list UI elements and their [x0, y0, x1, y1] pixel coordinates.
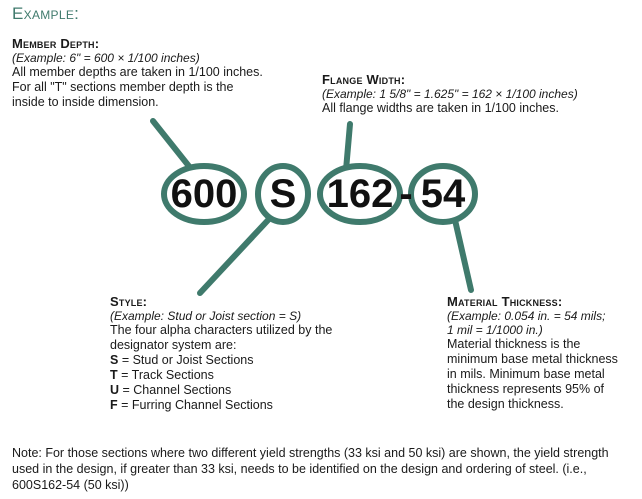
flange-width-leader [343, 121, 353, 173]
style-code: F [110, 398, 118, 412]
member-depth-line: inside to inside dimension. [12, 95, 159, 109]
style-code: U [110, 383, 120, 397]
style-code: T [110, 368, 118, 382]
style-item: T = Track Sections [110, 368, 332, 383]
style-item: U = Channel Sections [110, 383, 332, 398]
material-thickness-line: minimum base metal thickness [447, 352, 618, 366]
flange-width-example: (Example: 1 5/8" = 1.625" = 162 × 1/100 … [322, 87, 578, 101]
member-depth-heading: Member Depth: [12, 36, 100, 51]
material-thickness-example: (Example: 0.054 in. = 54 mils; [447, 309, 606, 323]
material-thickness-line: Material thickness is the [447, 337, 581, 351]
depth-value: 600 [170, 172, 238, 216]
material-thickness-example: 1 mil = 1/1000 in.) [447, 323, 543, 337]
style-desc: = Channel Sections [119, 383, 232, 397]
style-desc: = Furring Channel Sections [117, 398, 273, 412]
material-thickness-line: in mils. Minimum base metal [447, 367, 605, 381]
dash: - [399, 172, 413, 216]
style-section: Style: (Example: Stud or Joist section =… [110, 294, 332, 413]
material-thickness-line: the design thickness. [447, 397, 564, 411]
style-code: S [110, 353, 119, 367]
member-depth-example: (Example: 6" = 600 × 1/100 inches) [12, 51, 200, 65]
style-item: F = Furring Channel Sections [110, 398, 332, 413]
style-line: designator system are: [110, 338, 237, 352]
page-title: Example: [12, 4, 80, 23]
flange-value: 162 [326, 172, 394, 216]
thickness-value: 54 [420, 172, 466, 216]
member-depth-section: Member Depth: (Example: 6" = 600 × 1/100… [12, 36, 263, 110]
thickness-oval [408, 163, 478, 225]
flange-width-heading: Flange Width: [322, 72, 406, 87]
member-depth-line: All member depths are taken in 1/100 inc… [12, 65, 263, 79]
depth-oval [161, 163, 247, 225]
thickness-leader [452, 217, 474, 293]
style-desc: = Track Sections [117, 368, 214, 382]
material-thickness-line: thickness represents 95% of [447, 382, 605, 396]
footnote: Note: For those sections where two diffe… [12, 446, 609, 492]
style-heading: Style: [110, 294, 148, 309]
flange-width-section: Flange Width: (Example: 1 5/8" = 1.625" … [322, 72, 578, 116]
member-depth-line: For all "T" sections member depth is the [12, 80, 234, 94]
style-value: S [269, 172, 297, 216]
style-leader [197, 215, 273, 296]
style-example: (Example: Stud or Joist section = S) [110, 309, 302, 323]
member-depth-leader [150, 118, 195, 173]
flange-oval [317, 163, 403, 225]
flange-width-line: All flange widths are taken in 1/100 inc… [322, 101, 559, 115]
style-item: S = Stud or Joist Sections [110, 353, 332, 368]
material-thickness-heading: Material Thickness: [447, 294, 563, 309]
style-line: The four alpha characters utilized by th… [110, 323, 333, 337]
material-thickness-section: Material Thickness: (Example: 0.054 in. … [447, 294, 618, 412]
style-oval [255, 163, 311, 225]
style-desc: = Stud or Joist Sections [118, 353, 254, 367]
